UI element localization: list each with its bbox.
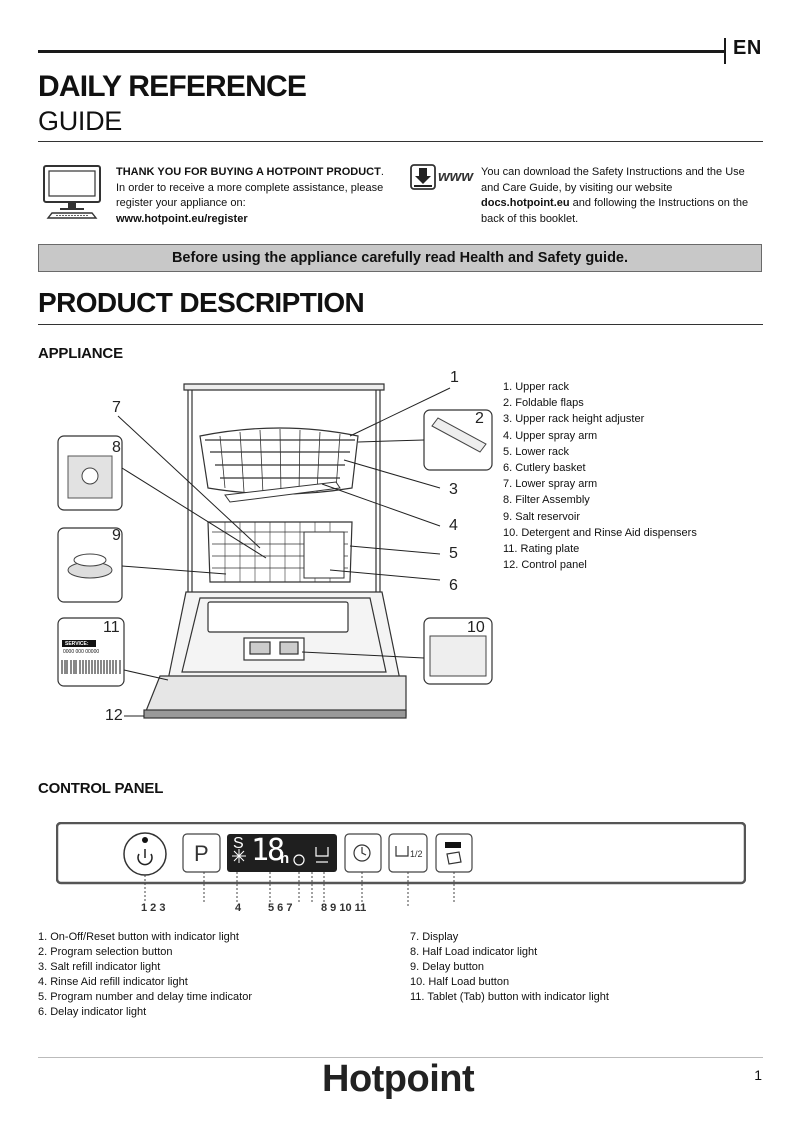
register-line: register your appliance on: [116,196,406,212]
list-item: 7. Display [410,930,609,945]
list-item: 11. Rating plate [503,541,697,557]
callout-6: 6 [449,577,458,595]
computer-icon [42,164,102,220]
appliance-heading: APPLIANCE [38,345,123,362]
register-link[interactable]: www.hotpoint.eu/register [116,213,248,225]
docs-link[interactable]: docs.hotpoint.eu [481,197,570,209]
page-number: 1 [754,1067,762,1083]
list-item: 3. Salt refill indicator light [38,960,252,975]
number-group: 5 6 7 [268,902,292,914]
callout-12: 12 [105,707,123,725]
callout-5: 5 [449,545,458,563]
download-line: You can download the Safety Instructions… [481,165,771,181]
list-item: 7. Lower spray arm [503,476,697,492]
callout-10: 10 [467,619,485,637]
list-item: 10. Detergent and Rinse Aid dispensers [503,525,697,541]
register-line: In order to receive a more complete assi… [116,181,406,197]
callout-1: 1 [450,369,459,387]
download-icon [410,164,436,190]
thank-you-heading: THANK YOU FOR BUYING A HOTPOINT PRODUCT [116,166,381,178]
list-item: 8. Filter Assembly [503,492,697,508]
top-rule [38,50,726,53]
download-text: You can download the Safety Instructions… [481,165,771,227]
list-item: 4. Upper spray arm [503,428,697,444]
list-item: 12. Control panel [503,557,697,573]
rating-plate-code: 0000 000 00000 [63,649,99,655]
page-subtitle: GUIDE [38,106,122,137]
register-text: THANK YOU FOR BUYING A HOTPOINT PRODUCT.… [116,165,406,227]
callout-7: 7 [112,399,121,417]
list-item: 9. Delay button [410,960,609,975]
callout-9: 9 [112,527,121,545]
control-panel-list-right: 7. Display 8. Half Load indicator light … [410,930,609,1005]
list-item: 2. Foldable flaps [503,395,697,411]
brand-logo: Hotpoint [322,1058,474,1101]
list-item: 10. Half Load button [410,975,609,990]
list-item: 3. Upper rack height adjuster [503,411,697,427]
callout-2: 2 [475,410,484,428]
control-panel-illustration [56,822,746,912]
number-group: 1 2 3 [141,902,165,914]
page-title: DAILY REFERENCE [38,70,306,104]
control-panel-heading: CONTROL PANEL [38,780,163,797]
divider [38,141,763,142]
list-item: 5. Lower rack [503,444,697,460]
list-item: 9. Salt reservoir [503,509,697,525]
list-item: 6. Cutlery basket [503,460,697,476]
download-line: back of this booklet. [481,212,771,228]
language-code: EN [733,37,762,60]
list-item: 4. Rinse Aid refill indicator light [38,975,252,990]
divider [38,324,763,325]
dishwasher-illustration [40,370,500,740]
callout-4: 4 [449,517,458,535]
display-digits: 18 [251,833,283,868]
list-item: 5. Program number and delay time indicat… [38,990,252,1005]
hour-glyph: h [280,850,289,867]
appliance-parts-list: 1. Upper rack 2. Foldable flaps 3. Upper… [503,379,697,573]
program-glyph[interactable]: P [194,841,209,867]
control-panel-list-left: 1. On-Off/Reset button with indicator li… [38,930,252,1020]
list-item: 2. Program selection button [38,945,252,960]
callout-3: 3 [449,481,458,499]
number-group: 4 [235,902,241,914]
list-item: 6. Delay indicator light [38,1005,252,1020]
list-item: 11. Tablet (Tab) button with indicator l… [410,990,609,1005]
list-item: 1. Upper rack [503,379,697,395]
top-tick [724,38,726,64]
list-item: 1. On-Off/Reset button with indicator li… [38,930,252,945]
download-line: and Care Guide, by visiting our website [481,181,771,197]
section-title: PRODUCT DESCRIPTION [38,287,364,319]
download-line: and following the Instructions on the [570,197,749,209]
rating-plate-label: SERVICE: [63,641,91,647]
www-label: www [438,168,473,185]
callout-11: 11 [103,619,120,637]
half-load-glyph: 1/2 [410,849,423,859]
list-item: 8. Half Load indicator light [410,945,609,960]
salt-glyph: S [233,835,244,853]
number-group: 8 9 10 11 [321,902,366,914]
safety-banner: Before using the appliance carefully rea… [38,244,762,272]
callout-8: 8 [112,439,121,457]
